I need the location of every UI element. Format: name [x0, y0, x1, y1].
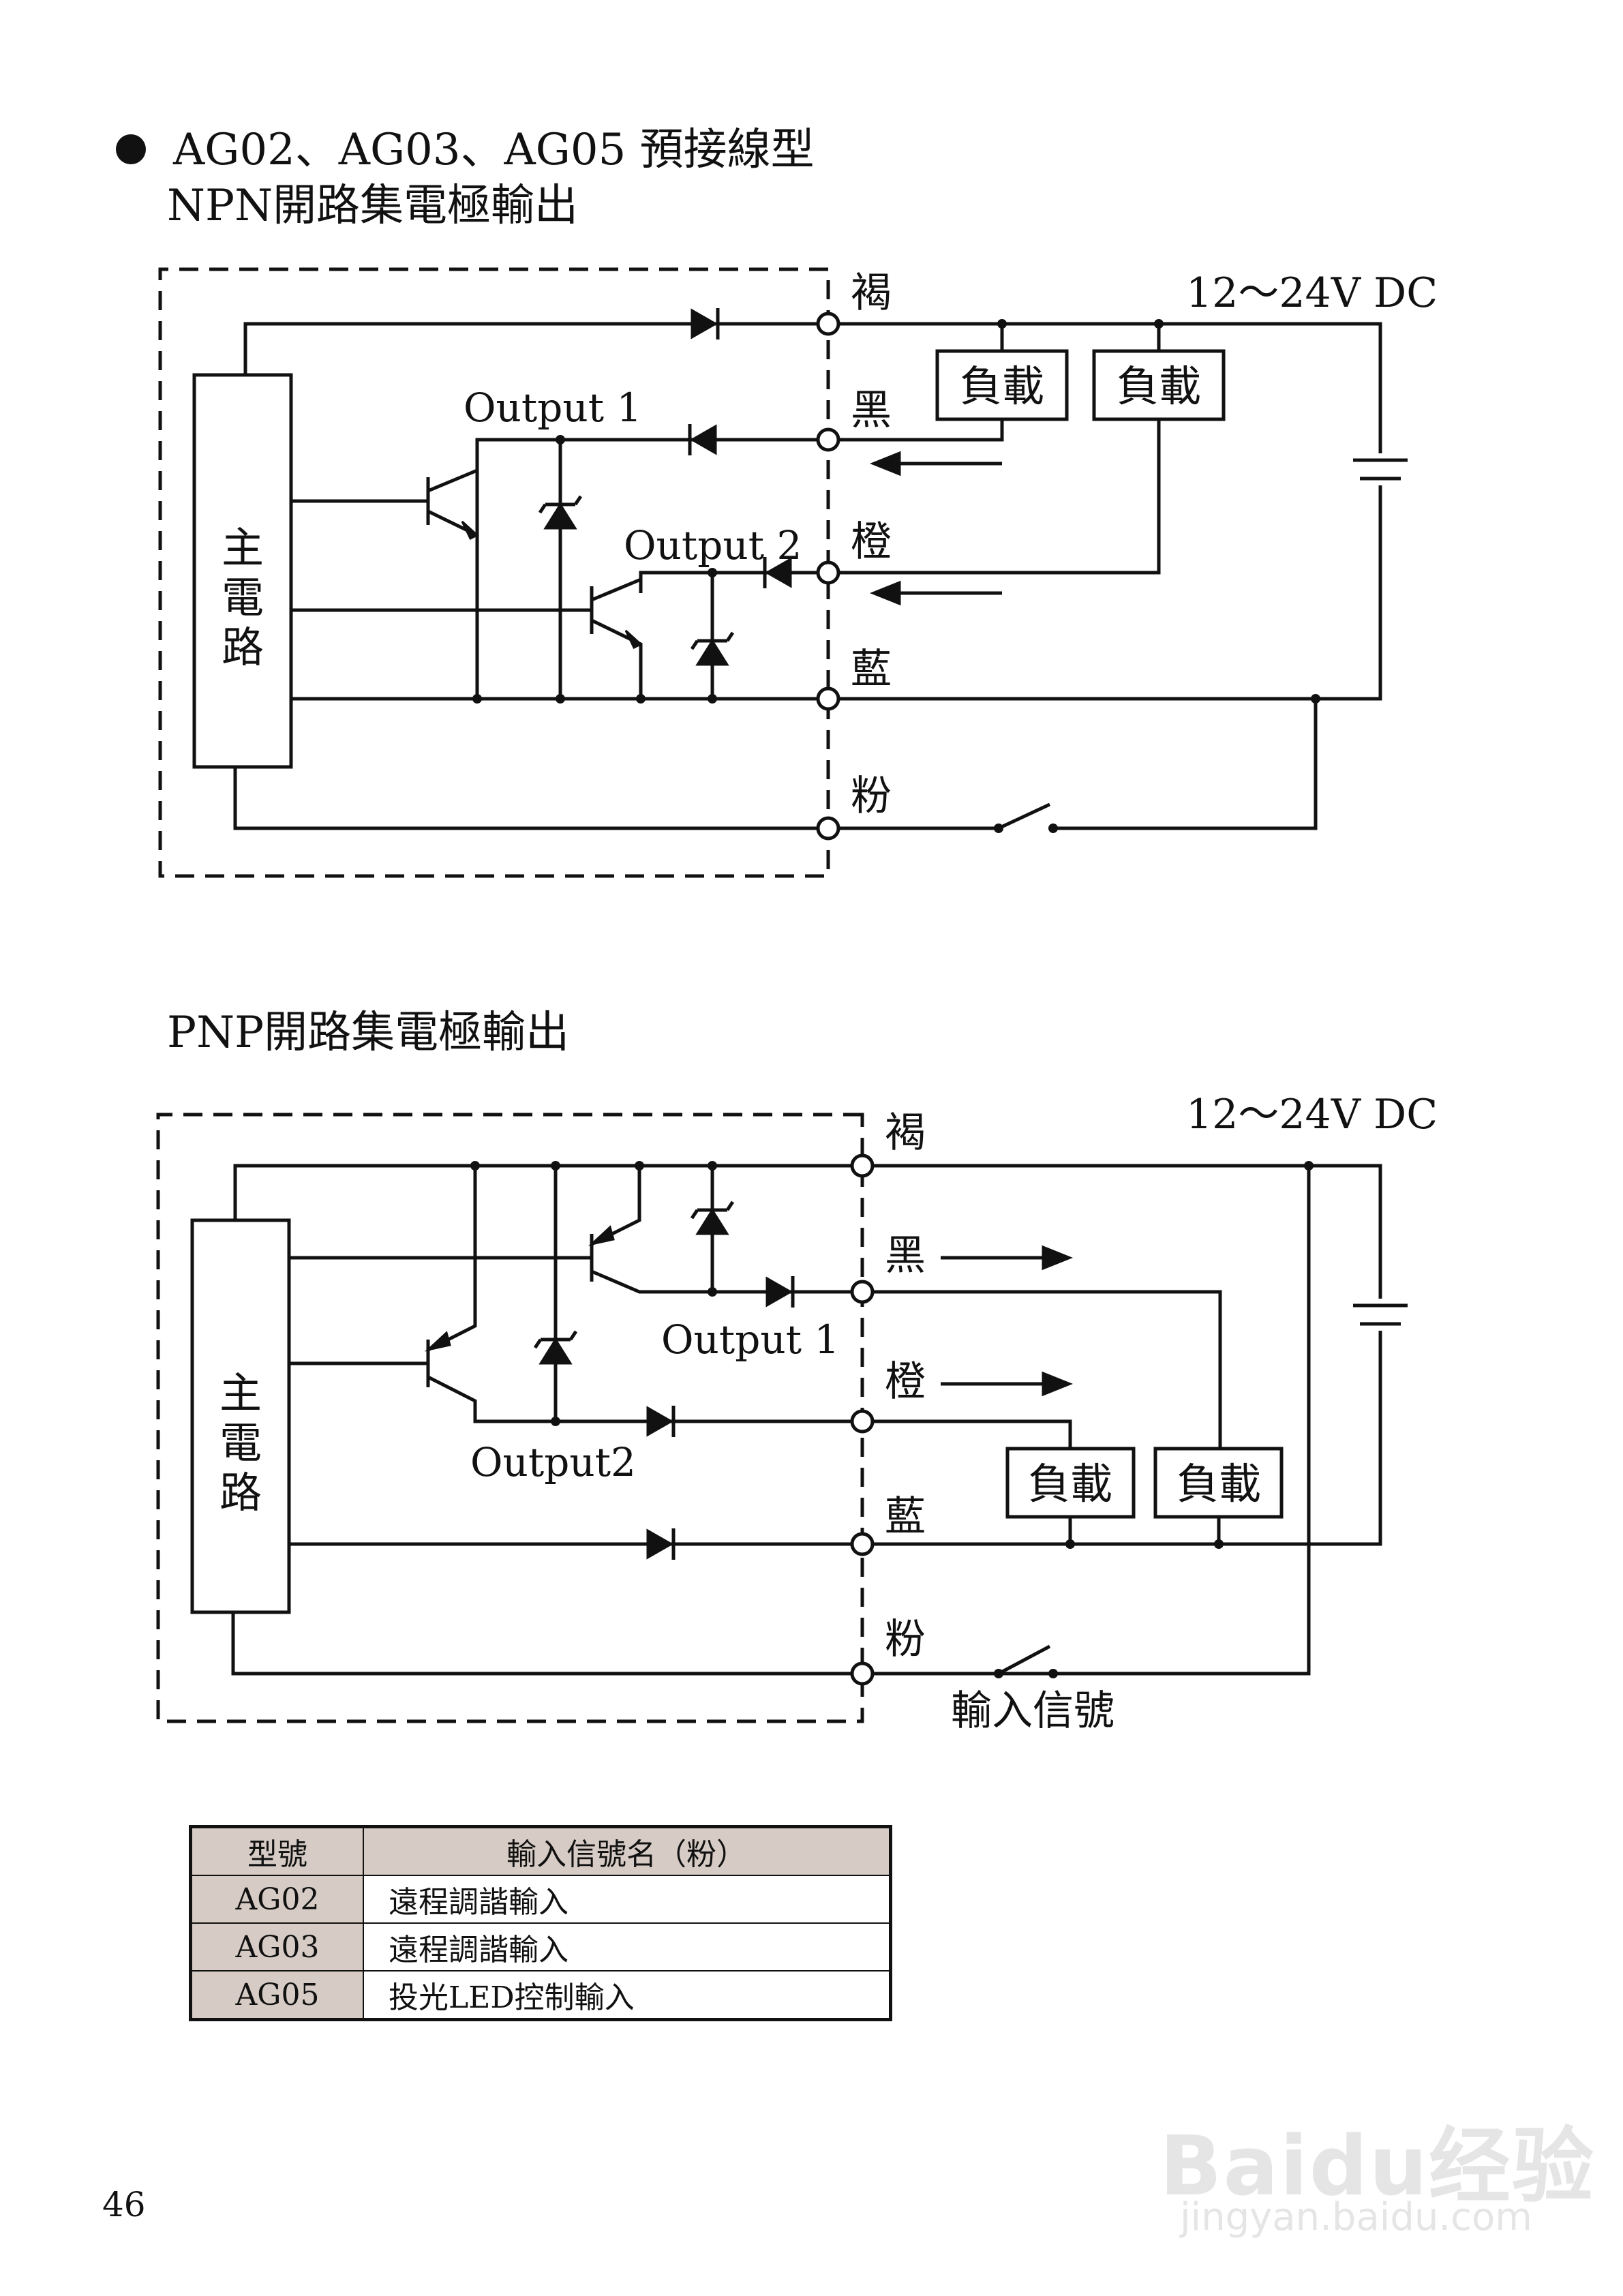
npn-black-diode-icon — [689, 424, 717, 455]
npn-load-1-label: 負載 — [960, 361, 1044, 411]
pnp-wiring-diagram: 主 電 路 Output 1 O — [156, 1091, 1438, 1735]
npn-section-title: NPN開路集電極輸出 — [167, 181, 579, 231]
pnp-terminal-black — [850, 1280, 875, 1304]
pnp-terminal-pink — [850, 1661, 875, 1686]
table-header-model: 型號 — [189, 1826, 364, 1876]
npn-main-circuit-char-1: 主 — [222, 523, 264, 573]
pnp-pink-wire — [231, 1612, 999, 1676]
npn-sensor-boundary — [158, 267, 830, 878]
npn-wire-label-brown: 褐 — [851, 269, 892, 317]
pnp-orange-diode-icon — [646, 1406, 674, 1437]
npn-wiring-diagram: 主 電 路 負載 負載 Output 1 — [158, 267, 1438, 878]
npn-main-circuit-char-2: 電 — [222, 573, 264, 622]
npn-terminal-blue — [816, 686, 840, 711]
pnp-main-circuit-char-1: 主 — [219, 1368, 262, 1418]
models-text: AG02、AG03、AG05 預接線型 — [173, 125, 815, 175]
pnp-wire-label-orange: 橙 — [885, 1358, 926, 1406]
pnp-load-2-box — [1153, 1447, 1284, 1519]
bullet-icon — [116, 134, 146, 164]
npn-zener-2-icon — [695, 639, 729, 666]
pnp-voltage-label: 12～24V DC — [1186, 1091, 1438, 1138]
table-row: AG02 遠程調諧輸入 — [189, 1875, 892, 1924]
table-cell-signal: 投光LED控制輸入 — [363, 1970, 892, 2021]
table-header-signal: 輸入信號名（粉） — [363, 1826, 892, 1876]
table-cell-model: AG03 — [189, 1922, 364, 1972]
pnp-zener-2-icon — [539, 1338, 573, 1365]
npn-transistor-2-icon — [291, 577, 643, 699]
npn-terminal-orange — [816, 560, 840, 585]
pnp-switch-icon — [997, 1644, 1309, 1676]
pnp-black-diode-icon — [765, 1276, 793, 1308]
pnp-brown-wire — [233, 1164, 1382, 1299]
npn-orange-diode-icon — [764, 557, 792, 588]
npn-main-circuit-block — [192, 373, 293, 769]
pnp-transistor-2-icon — [289, 1166, 862, 1423]
npn-wire-label-orange: 橙 — [851, 518, 892, 566]
table-cell-model: AG02 — [189, 1875, 364, 1924]
npn-output-1-label: Output 1 — [464, 384, 641, 431]
npn-terminal-brown — [816, 312, 840, 336]
npn-voltage-label: 12～24V DC — [1186, 269, 1438, 317]
npn-load-2-label: 負載 — [1117, 361, 1201, 411]
pnp-wire-label-pink: 粉 — [885, 1616, 926, 1663]
npn-wire-label-pink: 粉 — [851, 772, 892, 820]
pnp-main-circuit-block — [190, 1218, 291, 1614]
pnp-terminal-blue — [850, 1532, 875, 1556]
pnp-load-2-label: 負載 — [1177, 1459, 1261, 1509]
table-cell-signal: 遠程調諧輸入 — [363, 1922, 892, 1972]
page-number: 46 — [102, 2185, 146, 2224]
npn-zener-1-icon — [543, 502, 577, 530]
header-models-line: AG02、AG03、AG05 預接線型 — [116, 115, 815, 177]
table-cell-model: AG05 — [189, 1970, 364, 2021]
pnp-wire-label-blue: 藍 — [885, 1493, 926, 1541]
npn-load-1-box — [935, 349, 1069, 421]
pnp-transistor-1-icon — [289, 1166, 862, 1294]
npn-transistor-1-icon — [291, 440, 479, 699]
pnp-zener-1-icon — [695, 1208, 729, 1235]
pnp-output-1-label: Output 1 — [661, 1316, 839, 1363]
npn-terminal-pink — [816, 816, 840, 841]
pnp-load-1-label: 負載 — [1028, 1459, 1112, 1509]
pnp-input-signal-label: 輸入信號 — [951, 1687, 1114, 1735]
pnp-terminal-orange — [850, 1409, 875, 1434]
pnp-main-circuit-char-2: 電 — [219, 1418, 262, 1468]
pnp-load-1-box — [1005, 1447, 1136, 1519]
npn-main-circuit-char-3: 路 — [222, 622, 264, 672]
table-row: AG03 遠程調諧輸入 — [189, 1922, 892, 1972]
npn-pink-wire — [233, 767, 999, 830]
npn-terminal-black — [816, 427, 840, 452]
npn-output-2-label: Output 2 — [624, 522, 802, 569]
pnp-main-circuit-char-3: 路 — [219, 1468, 262, 1517]
table-header-row: 型號 輸入信號名（粉） — [189, 1826, 892, 1876]
pnp-wire-label-brown: 褐 — [885, 1109, 926, 1157]
baidu-watermark: Baidu经验 jingyan.baidu.com — [1139, 2059, 1594, 2250]
pnp-output-2-label: Output2 — [470, 1439, 636, 1485]
table-row: AG05 投光LED控制輸入 — [189, 1970, 892, 2021]
watermark-url: jingyan.baidu.com — [1180, 2195, 1532, 2239]
input-signal-table: 型號 輸入信號名（粉） AG02 遠程調諧輸入 AG03 遠程調諧輸入 AG05… — [189, 1825, 892, 2021]
pnp-terminal-brown — [850, 1153, 875, 1178]
npn-brown-diode-icon — [691, 308, 718, 339]
pnp-wire-label-black: 黑 — [885, 1232, 926, 1280]
npn-switch-icon — [997, 699, 1318, 830]
npn-wire-label-blue: 藍 — [851, 646, 892, 693]
npn-wire-label-black: 黑 — [851, 387, 892, 434]
pnp-blue-diode-icon — [646, 1528, 674, 1560]
watermark-brand: Baidu经验 — [1159, 2119, 1595, 2214]
table-cell-signal: 遠程調諧輸入 — [363, 1875, 892, 1924]
pnp-section-title: PNP開路集電極輸出 — [167, 1008, 570, 1058]
